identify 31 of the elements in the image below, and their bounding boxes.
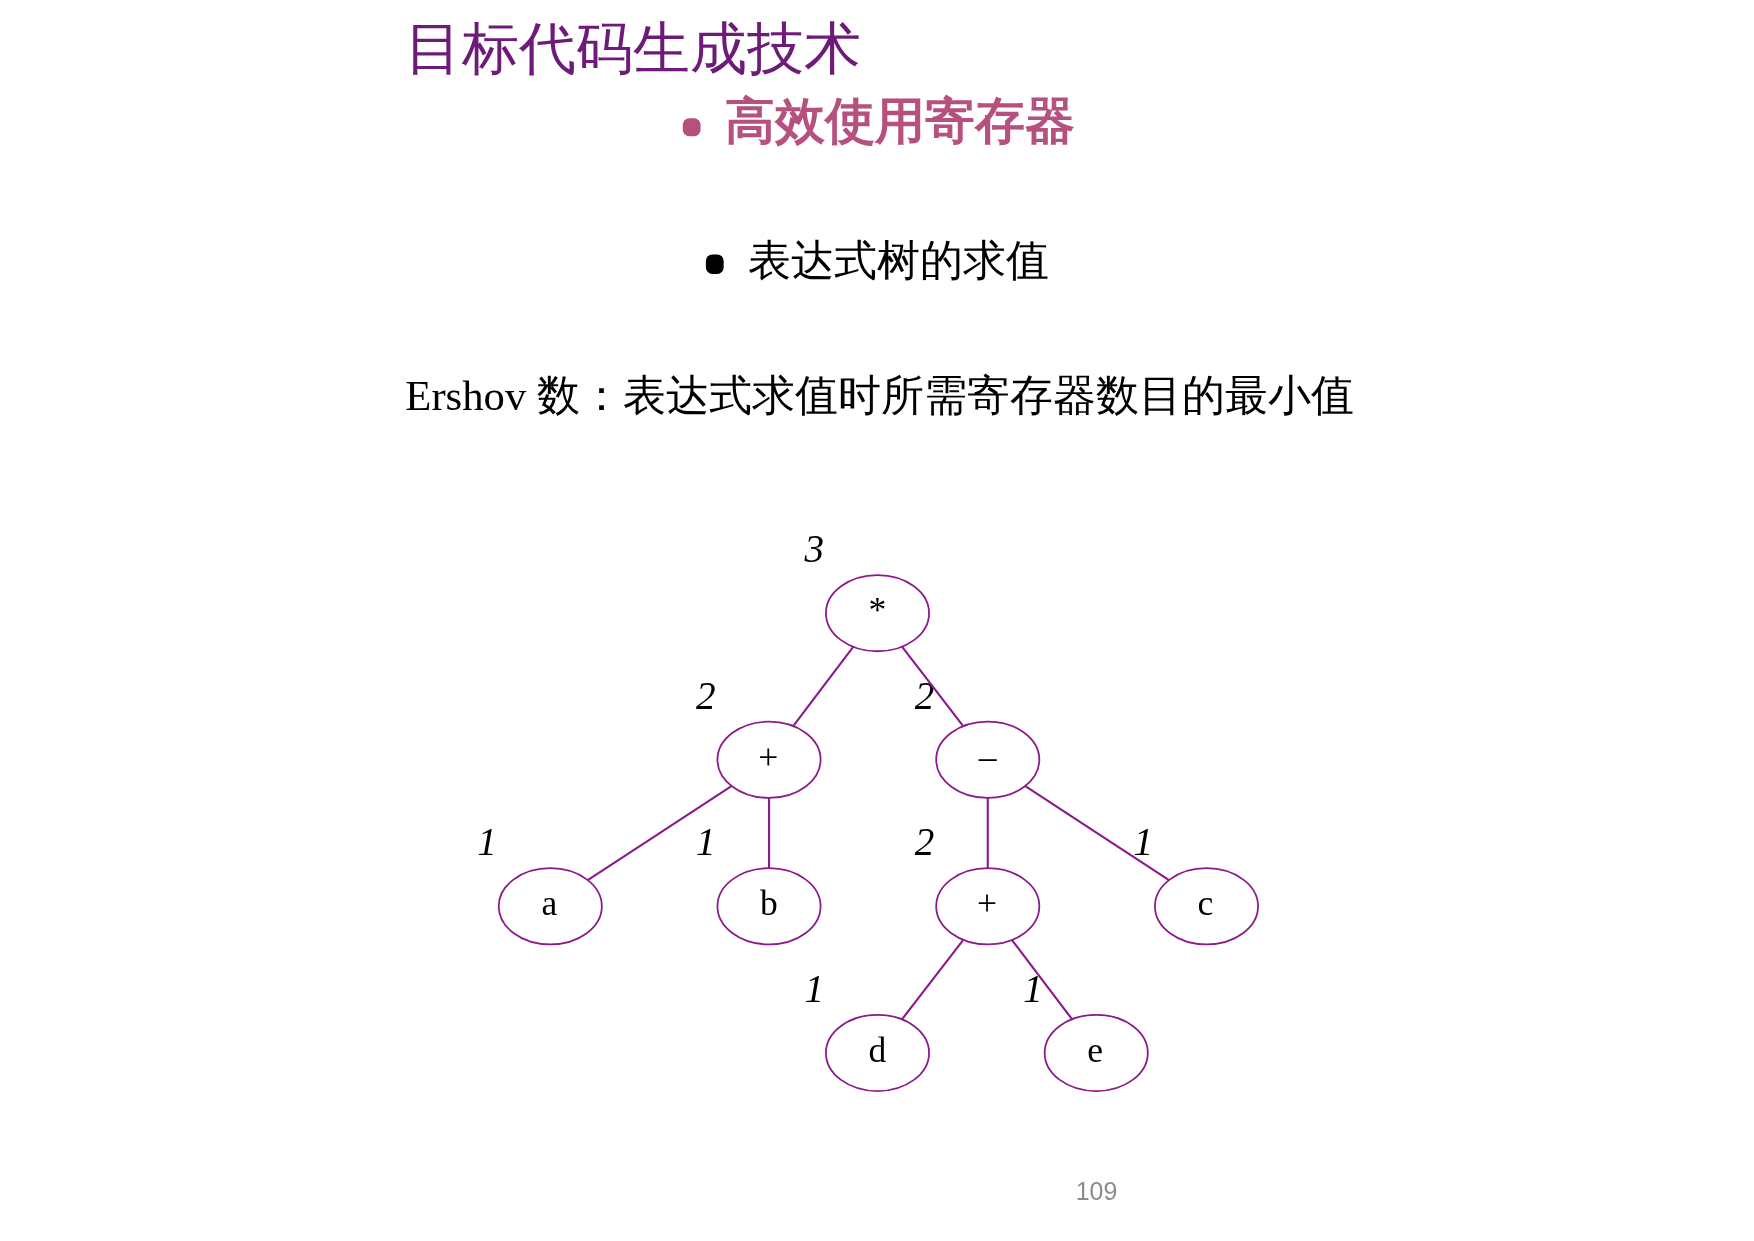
node-ellipse: + bbox=[934, 867, 1040, 946]
node-ellipse: e bbox=[1043, 1013, 1149, 1092]
connector bbox=[767, 797, 770, 869]
label: 表达式树的求值 bbox=[747, 235, 1049, 286]
connector bbox=[791, 646, 854, 727]
node-ellipse: – bbox=[934, 720, 1040, 799]
node-label: 1 bbox=[804, 967, 824, 1011]
diagram-title: 目标代码生成技术 bbox=[404, 15, 861, 80]
connector bbox=[587, 785, 732, 881]
node-label: 1 bbox=[1022, 967, 1043, 1011]
node-label: 1 bbox=[1133, 820, 1153, 864]
label: 高效使用寄存器 bbox=[724, 91, 1075, 150]
node-ellipse: c bbox=[1153, 867, 1259, 946]
node-label: 2 bbox=[695, 673, 716, 717]
connector bbox=[1024, 785, 1169, 881]
node-label: 1 bbox=[695, 820, 716, 864]
node-label: 1 bbox=[476, 820, 497, 864]
label: 109 bbox=[1075, 1177, 1117, 1206]
connector bbox=[900, 646, 964, 727]
node-label: 2 bbox=[914, 820, 934, 864]
node-ellipse: d bbox=[824, 1013, 930, 1092]
connector bbox=[986, 797, 989, 869]
node-ellipse: * bbox=[824, 574, 930, 653]
label: Ershov 数：表达式求值时所需寄存器数目的最小值 bbox=[404, 372, 1354, 420]
connector bbox=[1010, 939, 1073, 1021]
node-ellipse: b bbox=[716, 867, 821, 946]
node-label: 3 bbox=[804, 527, 824, 571]
node-label: 2 bbox=[914, 673, 934, 717]
node-ellipse: + bbox=[716, 720, 821, 799]
connector bbox=[900, 939, 964, 1021]
node-ellipse: a bbox=[497, 867, 603, 946]
